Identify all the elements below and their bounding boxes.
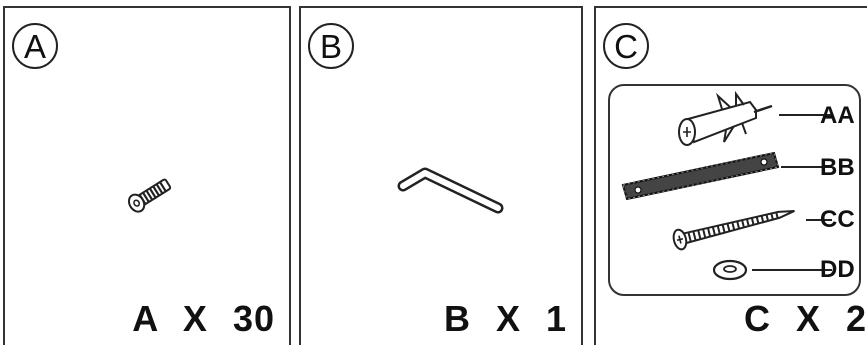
- hex-key-icon: [301, 8, 585, 347]
- washer-icon: [714, 261, 832, 279]
- callout-aa: AA: [820, 104, 855, 128]
- mounting-strap-icon: [623, 153, 832, 199]
- bolt-icon: [5, 8, 293, 347]
- part-panel-a: A A X 30: [3, 6, 291, 345]
- part-quantity: A X 30: [132, 301, 275, 337]
- part-quantity: B X 1: [444, 301, 567, 337]
- part-panel-b: B B X 1: [299, 6, 583, 345]
- part-quantity: C X 2: [744, 301, 867, 337]
- wall-anchor-icon: [679, 94, 832, 145]
- callout-cc: CC: [820, 208, 855, 232]
- callout-bb: BB: [820, 156, 855, 180]
- callout-dd: DD: [820, 258, 855, 282]
- wood-screw-icon: [672, 201, 797, 250]
- part-panel-c: C: [594, 6, 867, 345]
